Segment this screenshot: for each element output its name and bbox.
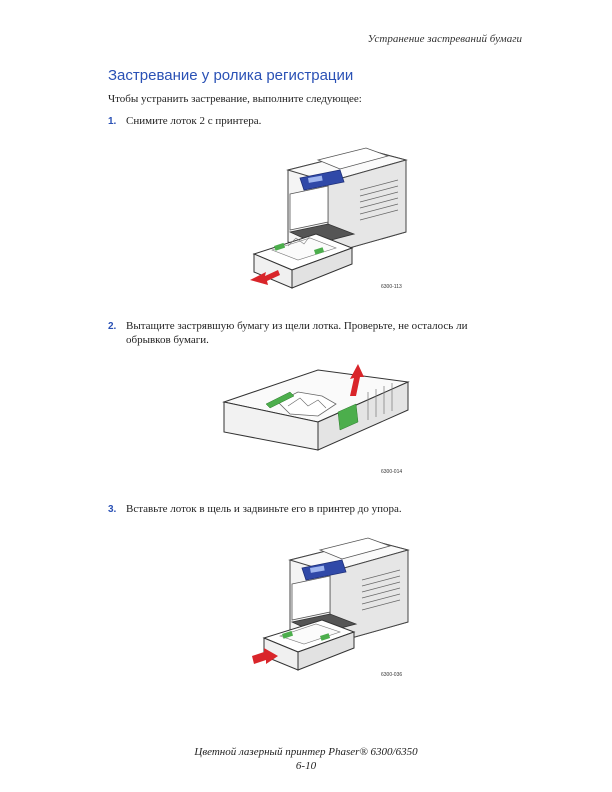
step-1: 1. Снимите лоток 2 с принтера. bbox=[108, 114, 508, 129]
step-text: Вытащите застрявшую бумагу из щели лотка… bbox=[126, 320, 468, 346]
tray-remove-paper-illustration bbox=[222, 364, 410, 451]
footer-product: Цветной лазерный принтер Phaser® 6300/63… bbox=[194, 746, 418, 758]
section-heading: Застревание у ролика регистрации bbox=[108, 67, 354, 84]
intro-text: Чтобы устранить застревание, выполните с… bbox=[108, 93, 362, 105]
step-number: 2. bbox=[108, 321, 117, 332]
step-3: 3. Вставьте лоток в щель и задвиньте его … bbox=[108, 502, 508, 517]
page-number: 6-10 bbox=[295, 760, 317, 772]
figure-code: 6300-036 bbox=[381, 672, 403, 678]
figure-code: 6300-014 bbox=[381, 469, 403, 475]
printer-insert-tray-illustration bbox=[252, 537, 410, 671]
printer-remove-tray-illustration bbox=[250, 147, 408, 289]
step-2: 2. Вытащите застрявшую бумагу из щели лот… bbox=[108, 319, 508, 347]
step-text: Вставьте лоток в щель и задвиньте его в … bbox=[126, 503, 402, 515]
running-header: Устранение застреваний бумаги bbox=[367, 33, 522, 45]
step-text: Снимите лоток 2 с принтера. bbox=[126, 115, 262, 127]
step-number: 1. bbox=[108, 116, 117, 127]
step-number: 3. bbox=[108, 504, 117, 515]
figure-code: 6300-113 bbox=[381, 284, 402, 290]
